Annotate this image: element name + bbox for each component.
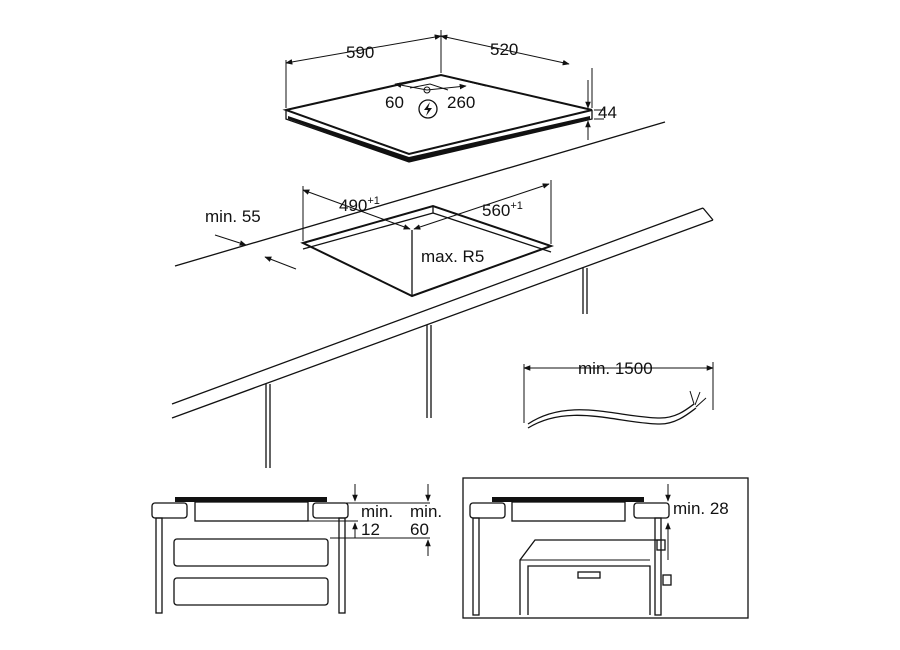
drawer-gap-label-value: 12 [361, 520, 380, 539]
lightning-bolt-icon [418, 99, 438, 119]
connection-dimensions: 60 260 [385, 82, 475, 119]
radius-label: max. R5 [421, 247, 484, 266]
hob-depth-label: 520 [490, 40, 518, 59]
section-oven: min. 28 [462, 477, 749, 619]
hob-height-label: 44 [598, 103, 617, 122]
hob-height-dimension: 44 [585, 80, 617, 140]
cable-drawing: min. 1500 [523, 359, 714, 429]
cutout-depth-dimension: 560+1 [413, 180, 552, 244]
hob-drawing [282, 73, 593, 163]
hob-width-dimension: 590 [285, 30, 442, 108]
drawer-below-label-top: min. [410, 502, 442, 521]
cutout-width-dimension: 490+1 [302, 186, 411, 241]
front-edge-label: min. 55 [205, 207, 261, 226]
connection-right-label: 260 [447, 93, 475, 112]
section-drawers: min. 12 min. 60 [151, 484, 442, 614]
front-edge-dimension: min. 55 [205, 207, 297, 270]
hob-depth-dimension: 520 [440, 34, 593, 108]
oven-gap-label: min. 28 [673, 499, 729, 518]
cable-length-label: min. 1500 [578, 359, 653, 378]
drawer-below-label-value: 60 [410, 520, 429, 539]
drawer-gap-label-top: min. [361, 502, 393, 521]
cutout-depth-label: 560+1 [482, 200, 523, 220]
connection-left-label: 60 [385, 93, 404, 112]
cutout-width-label: 490+1 [339, 195, 380, 215]
hob-width-label: 590 [346, 43, 374, 62]
